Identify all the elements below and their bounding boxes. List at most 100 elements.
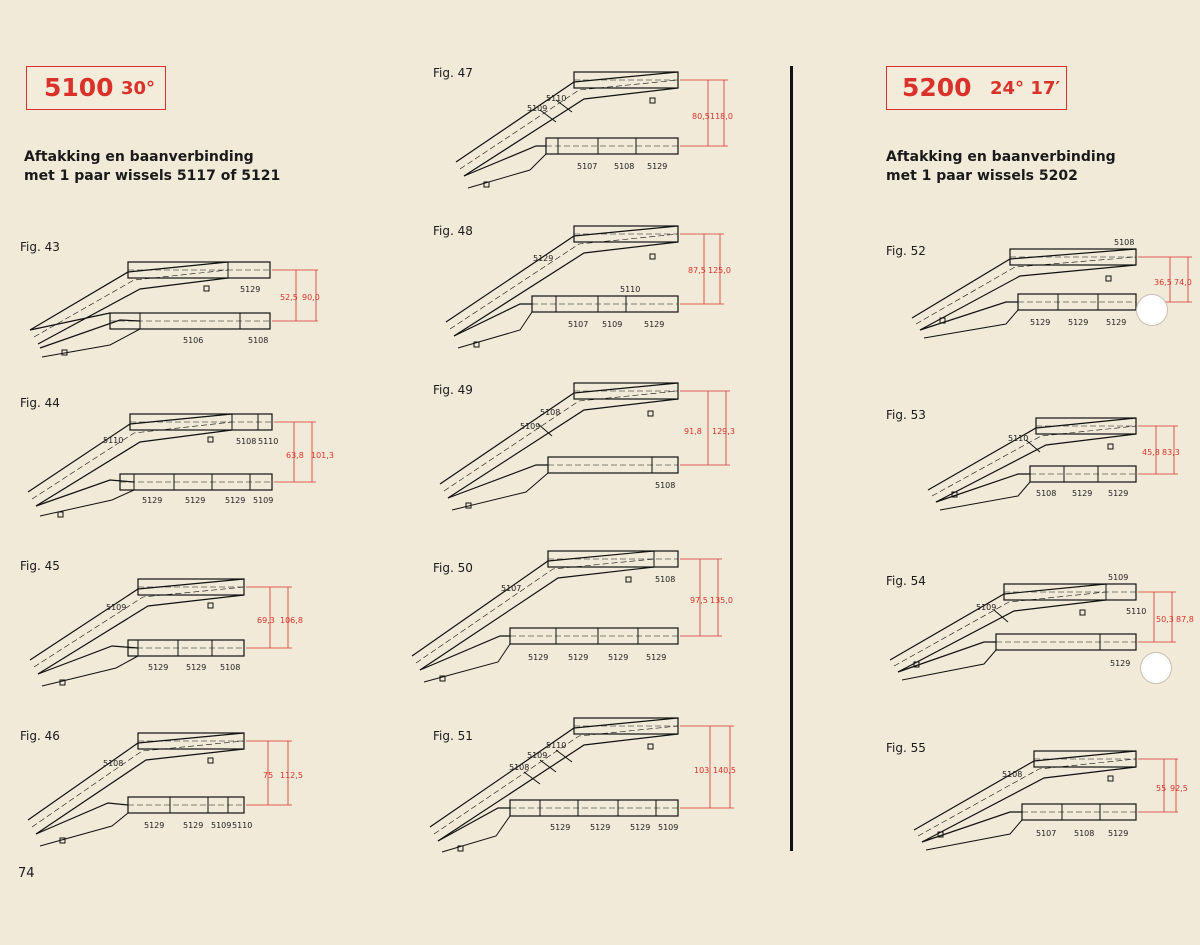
section-title-box-5100 bbox=[26, 66, 166, 110]
dimension-lines-53 bbox=[1138, 425, 1178, 475]
track-num: 5107 bbox=[1036, 829, 1056, 838]
fig-label-48: Fig. 48 bbox=[433, 224, 473, 238]
track-num: 5108 bbox=[655, 481, 675, 490]
dimension-lines-51 bbox=[680, 725, 734, 809]
track-diagram-49: 5108 5109 5108 91,8 129,3 bbox=[439, 382, 735, 511]
dimension-value: 69,3 bbox=[257, 616, 275, 625]
section-title-box-5200 bbox=[886, 66, 1067, 110]
track-num: 5129 bbox=[608, 653, 628, 662]
right-heading: Aftakking en baanverbinding met 1 paar w… bbox=[886, 148, 1200, 186]
track-diagram-44: 5110 5108 5110 5129 5129 5129 5109 63,8 … bbox=[27, 413, 334, 518]
track-diagram-52: 5108 5129 5129 5129 36,5 74,0 bbox=[911, 238, 1192, 339]
track-num: 5107 bbox=[577, 162, 597, 171]
dimension-value: 52,5 bbox=[280, 293, 298, 302]
dimension-value: 101,3 bbox=[311, 451, 334, 460]
dimension-value: 90,0 bbox=[302, 293, 320, 302]
track-num: 5110 bbox=[1126, 607, 1146, 616]
track-num: 5109 bbox=[527, 104, 547, 113]
track-diagram-53: 5110 5108 5129 5129 45,8 83,3 bbox=[927, 417, 1180, 511]
track-num: 5109 bbox=[976, 603, 996, 612]
track-num: 5109 bbox=[602, 320, 622, 329]
track-diagram-55: 5108 5107 5108 5129 55 92,5 bbox=[913, 750, 1188, 851]
track-rails-43 bbox=[29, 261, 271, 358]
track-num: 5108 bbox=[103, 759, 123, 768]
dimension-value: 91,8 bbox=[684, 427, 702, 436]
fig-label-51: Fig. 51 bbox=[433, 729, 473, 743]
dimension-value: 112,5 bbox=[280, 771, 303, 780]
dimension-value: 118,0 bbox=[710, 112, 733, 121]
track-num: 5107 bbox=[501, 584, 521, 593]
fig-label-47: Fig. 47 bbox=[433, 66, 473, 80]
dimension-value: 135,0 bbox=[710, 596, 733, 605]
track-num: 5110 bbox=[1008, 434, 1028, 443]
track-num: 5129 bbox=[1108, 489, 1128, 498]
column-divider bbox=[790, 66, 793, 851]
track-num: 5107 bbox=[568, 320, 588, 329]
track-num: 5129 bbox=[568, 653, 588, 662]
track-num: 5129 bbox=[528, 653, 548, 662]
track-rails-54 bbox=[889, 583, 1137, 681]
fig-label-52: Fig. 52 bbox=[886, 244, 926, 258]
track-num: 5129 bbox=[142, 496, 162, 505]
track-rails-49 bbox=[439, 382, 679, 511]
track-num: 5108 bbox=[509, 763, 529, 772]
track-num: 5109 bbox=[527, 751, 547, 760]
track-num: 5106 bbox=[183, 336, 203, 345]
track-num: 5109 bbox=[106, 603, 126, 612]
dimension-value: 87,5 bbox=[688, 266, 706, 275]
dimension-value: 80,5 bbox=[692, 112, 710, 121]
dimension-lines-55 bbox=[1138, 758, 1178, 813]
dimension-value: 103 bbox=[694, 766, 709, 775]
track-num: 5108 bbox=[1036, 489, 1056, 498]
left-heading-line2: met 1 paar wissels 5117 of 5121 bbox=[24, 168, 281, 184]
fig-label-53: Fig. 53 bbox=[886, 408, 926, 422]
track-num: 5108 bbox=[236, 437, 256, 446]
track-num: 5108 bbox=[220, 663, 240, 672]
fig-label-46: Fig. 46 bbox=[20, 729, 60, 743]
track-diagram-50: 5107 5108 5129 5129 5129 5129 97,5 135,0 bbox=[411, 550, 733, 683]
track-num: 5129 bbox=[186, 663, 206, 672]
track-num: 5129 bbox=[1106, 318, 1126, 327]
track-num: 5109 bbox=[211, 821, 231, 830]
track-num: 5129 bbox=[647, 162, 667, 171]
dimension-value: 75 bbox=[263, 771, 273, 780]
track-num: 5109 bbox=[520, 422, 540, 431]
dimension-value: 55 bbox=[1156, 784, 1166, 793]
track-num: 5110 bbox=[232, 821, 252, 830]
dimension-lines-45 bbox=[246, 586, 292, 649]
fig-label-50: Fig. 50 bbox=[433, 561, 473, 575]
track-num: 5109 bbox=[658, 823, 678, 832]
dimension-value: 140,5 bbox=[713, 766, 736, 775]
track-num: 5129 bbox=[550, 823, 570, 832]
track-diagram-45: 5109 5129 5129 5108 69,3 106,8 bbox=[29, 578, 303, 687]
track-rails-45 bbox=[29, 578, 245, 687]
track-num: 5129 bbox=[185, 496, 205, 505]
dimension-lines-43 bbox=[272, 269, 318, 322]
track-diagram-46: 5108 5129 5129 5109 5110 75 112,5 bbox=[27, 732, 303, 847]
track-num: 5129 bbox=[646, 653, 666, 662]
track-rails-53 bbox=[927, 417, 1137, 511]
dimension-lines-47 bbox=[680, 79, 728, 147]
track-num: 5129 bbox=[533, 254, 553, 263]
binder-hole-lower bbox=[1140, 652, 1172, 684]
dimension-value: 106,8 bbox=[280, 616, 303, 625]
dimension-value: 92,5 bbox=[1170, 784, 1188, 793]
track-num: 5129 bbox=[630, 823, 650, 832]
track-num: 5129 bbox=[590, 823, 610, 832]
dimension-value: 74,0 bbox=[1174, 278, 1192, 287]
section-angle-5200: 24° 17′ bbox=[990, 78, 1061, 99]
fig-label-44: Fig. 44 bbox=[20, 396, 60, 410]
section-code-5100: 5100 bbox=[44, 73, 114, 102]
dimension-value: 36,5 bbox=[1154, 278, 1172, 287]
binder-hole-upper bbox=[1136, 294, 1168, 326]
track-num: 5108 bbox=[614, 162, 634, 171]
left-heading-line1: Aftakking en baanverbinding bbox=[24, 149, 254, 165]
dimension-lines-50 bbox=[680, 558, 722, 637]
right-heading-line2: met 1 paar wissels 5202 bbox=[886, 168, 1078, 184]
track-rails-47 bbox=[455, 71, 679, 189]
track-num: 5110 bbox=[546, 741, 566, 750]
left-heading: Aftakking en baanverbinding met 1 paar w… bbox=[24, 148, 384, 186]
track-rails-50 bbox=[411, 550, 679, 683]
